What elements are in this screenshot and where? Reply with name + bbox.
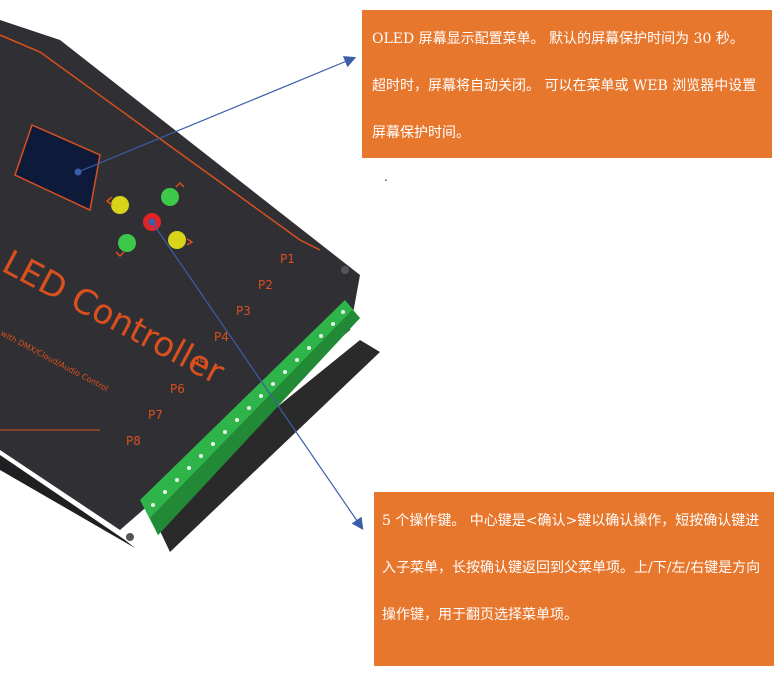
up-button[interactable] — [161, 188, 179, 206]
terminal-block-shade — [150, 310, 360, 535]
device-base-plate — [150, 340, 380, 552]
port-label: P5 — [192, 356, 207, 370]
device-side — [0, 455, 135, 548]
left-button[interactable] — [111, 196, 129, 214]
arrow-to-buttons — [151, 221, 364, 530]
terminal-screws — [151, 310, 345, 507]
oled-callout-text: OLED 屏幕显示配置菜单。 默认的屏幕保护时间为 30 秒。 超时时，屏幕将自… — [372, 31, 757, 141]
port-label: P3 — [236, 304, 251, 318]
buttons-callout-text: 5 个操作键。 中心键是<确认>键以确认操作，短按确认键进入子菜单，长按确认键返… — [382, 513, 761, 623]
port-label: P7 — [148, 408, 163, 422]
button-cluster — [105, 181, 194, 258]
down-button[interactable] — [118, 234, 136, 252]
arrow-anchor-dot — [74, 168, 82, 176]
chevron-down-icon — [115, 251, 125, 258]
port-labels: P1 P2 P3 P4 P5 P6 P7 P8 — [126, 252, 295, 448]
port-label: P2 — [258, 278, 273, 292]
buttons-callout: 5 个操作键。 中心键是<确认>键以确认操作，短按确认键进入子菜单，长按确认键返… — [374, 492, 774, 666]
oled-screen — [14, 123, 101, 212]
device-outline-accent — [0, 34, 321, 251]
chevron-up-icon — [175, 181, 185, 188]
screw-icon — [126, 533, 134, 541]
chevron-left-icon — [105, 196, 113, 206]
port-label: P4 — [214, 330, 229, 344]
port-label: P6 — [170, 382, 185, 396]
screw-icon — [341, 266, 349, 274]
chevron-right-icon — [186, 238, 194, 246]
port-label: P8 — [126, 434, 141, 448]
arrow-to-oled — [77, 56, 357, 173]
stray-dot: . — [384, 170, 388, 184]
port-label: P1 — [280, 252, 295, 266]
device-body — [0, 20, 360, 530]
right-button[interactable] — [168, 231, 186, 249]
oled-menu-callout: OLED 屏幕显示配置菜单。 默认的屏幕保护时间为 30 秒。 超时时，屏幕将自… — [362, 10, 772, 158]
arrow-anchor-dot — [148, 218, 156, 226]
